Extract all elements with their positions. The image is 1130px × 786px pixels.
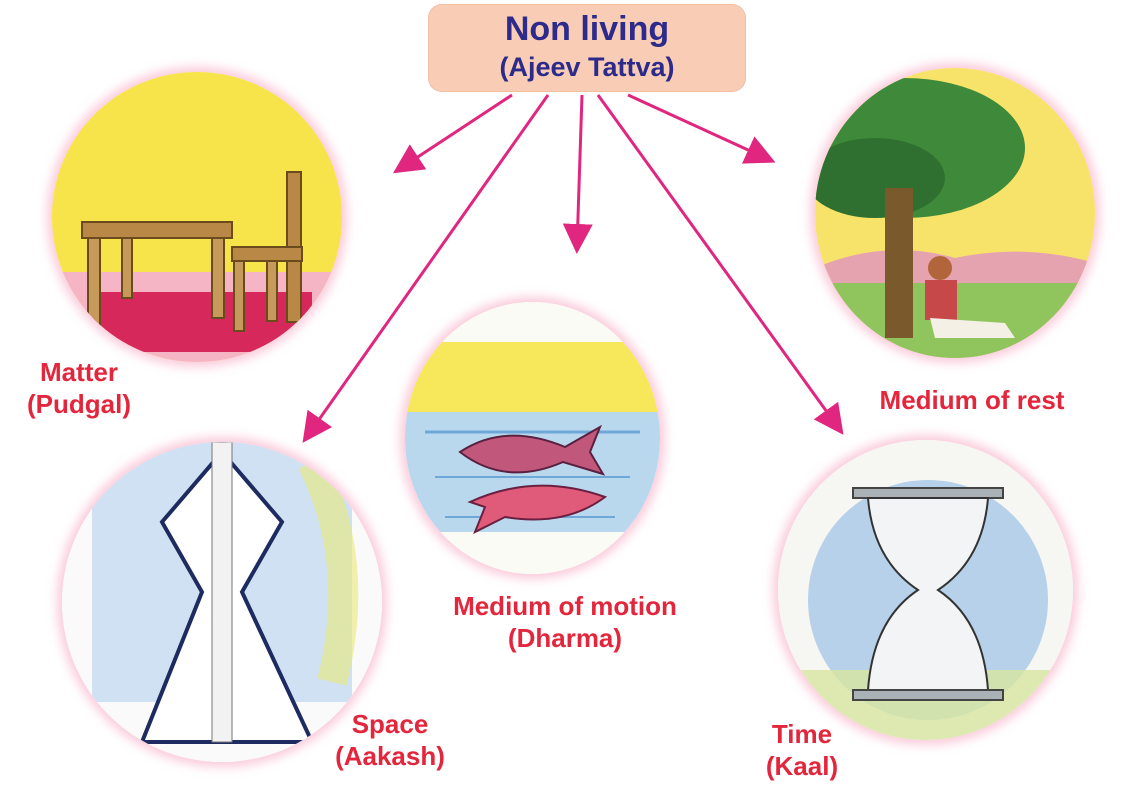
root-subtitle: (Ajeev Tattva) xyxy=(499,52,675,82)
time-illustration xyxy=(778,440,1073,740)
matter-label: Matter (Pudgal) xyxy=(4,356,154,420)
rest-label: Medium of rest xyxy=(852,384,1092,416)
hourglass-icon xyxy=(778,440,1073,740)
root-title: Non living xyxy=(504,10,670,48)
motion-label-line1: Medium of motion xyxy=(453,591,677,621)
arrow-to-rest xyxy=(627,93,776,164)
table-chair-icon xyxy=(52,72,342,362)
space-label-line1: Space xyxy=(351,709,429,739)
arrow-to-matter xyxy=(392,93,513,174)
space-label-line2: (Aakash) xyxy=(335,741,445,771)
motion-label-line2: (Dharma) xyxy=(507,623,623,653)
motion-label: Medium of motion (Dharma) xyxy=(410,590,720,654)
arrow-to-motion xyxy=(562,94,593,254)
tree-man-icon xyxy=(815,68,1095,358)
time-label: Time (Kaal) xyxy=(742,718,862,782)
fish-icon xyxy=(405,302,660,574)
matter-label-line2: (Pudgal) xyxy=(27,389,131,419)
root-node: Non living (Ajeev Tattva) xyxy=(428,4,746,92)
matter-illustration xyxy=(52,72,342,362)
time-label-line1: Time xyxy=(771,719,833,749)
time-label-line2: (Kaal) xyxy=(765,751,839,781)
space-illustration xyxy=(62,442,382,762)
space-structure-icon xyxy=(62,442,382,762)
matter-label-line1: Matter xyxy=(39,357,118,387)
space-label: Space (Aakash) xyxy=(330,708,450,772)
rest-illustration xyxy=(815,68,1095,358)
motion-illustration xyxy=(405,302,660,574)
rest-label-line1: Medium of rest xyxy=(879,385,1065,415)
